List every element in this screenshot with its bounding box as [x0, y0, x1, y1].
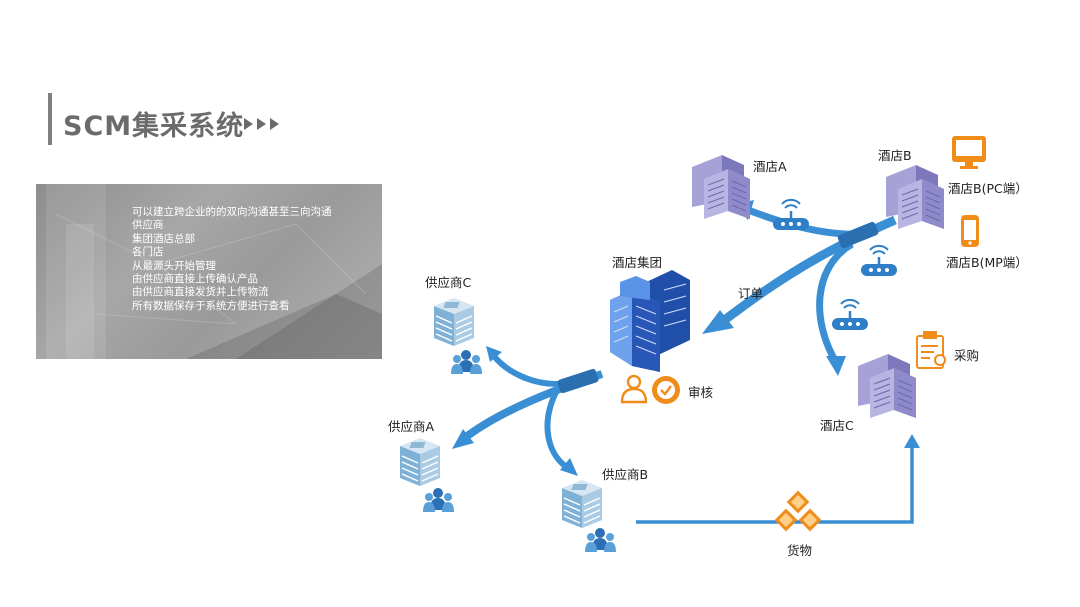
approval-badge-icon — [652, 376, 680, 404]
description-panel: 可以建立跨企业的的双向沟通甚至三向沟通 供应商 集团酒店总部 各门店 从最源头开… — [36, 184, 382, 359]
arrow-junction-to-supplier-c — [491, 354, 561, 388]
hotel-c-router-icon — [830, 298, 870, 332]
hotel-b-mp-label: 酒店B(MP端） — [946, 255, 1028, 270]
title-accent-bar — [48, 93, 52, 145]
arrow-junction-to-hotel-c — [816, 241, 854, 364]
phone-icon — [961, 215, 979, 247]
supplier-c-people-icon — [451, 350, 482, 374]
office-tower-icon — [610, 270, 690, 372]
description-line: 各门店 — [132, 246, 164, 259]
supplier-a-label: 供应商A — [388, 419, 435, 434]
supplier-b-people-icon — [585, 528, 616, 552]
hotel-b-pc-label: 酒店B(PC端） — [948, 181, 1028, 196]
description-line: 从最源头开始管理 — [132, 259, 216, 272]
hotel-a-label: 酒店A — [753, 159, 787, 174]
monitor-icon — [952, 136, 986, 169]
hotel-c-building-icon — [857, 353, 917, 419]
description-text: 可以建立跨企业的的双向沟通甚至三向沟通 供应商 集团酒店总部 各门店 从最源头开… — [132, 206, 332, 313]
arrow-junction-to-supplier-b — [544, 390, 570, 471]
triple-arrow-icon — [244, 118, 279, 130]
reviewer-person-icon — [620, 374, 648, 404]
goods-line — [636, 444, 914, 524]
description-line: 供应商 — [132, 219, 164, 232]
supplier-c-label: 供应商C — [425, 275, 472, 290]
purchase-label: 采购 — [954, 348, 980, 363]
hotel-a-router-icon — [771, 198, 811, 232]
hotel-b-router-icon — [859, 244, 899, 278]
hotel-group-label: 酒店集团 — [612, 255, 663, 270]
hotel-b-label: 酒店B — [878, 148, 912, 163]
description-line: 由供应商直接发货并上传物流 — [132, 286, 269, 299]
supplier-a-server-icon — [399, 437, 441, 487]
description-line: 可以建立跨企业的的双向沟通甚至三向沟通 — [132, 206, 332, 218]
boxes-icon — [774, 490, 822, 532]
supplier-b-label: 供应商B — [602, 467, 649, 482]
description-line: 由供应商直接上传确认产品 — [132, 273, 258, 286]
page-title: SCM集采系统 — [63, 111, 245, 142]
hotel-c-label: 酒店C — [820, 418, 854, 433]
description-line: 所有数据保存于系统方便进行查看 — [132, 299, 290, 312]
flow-arrows — [459, 206, 914, 524]
junction-sleeves — [557, 221, 879, 394]
supplier-b-server-icon — [561, 479, 603, 529]
supplier-a-people-icon — [423, 488, 454, 512]
hotel-a-building-icon — [691, 154, 751, 220]
clipboard-icon — [916, 331, 946, 369]
arrow-hotel-b-to-group — [719, 215, 897, 326]
order-label: 订单 — [738, 286, 764, 301]
description-line: 集团酒店总部 — [132, 232, 195, 245]
supplier-c-server-icon — [433, 297, 475, 347]
review-label: 审核 — [688, 385, 714, 400]
goods-label: 货物 — [787, 543, 813, 558]
